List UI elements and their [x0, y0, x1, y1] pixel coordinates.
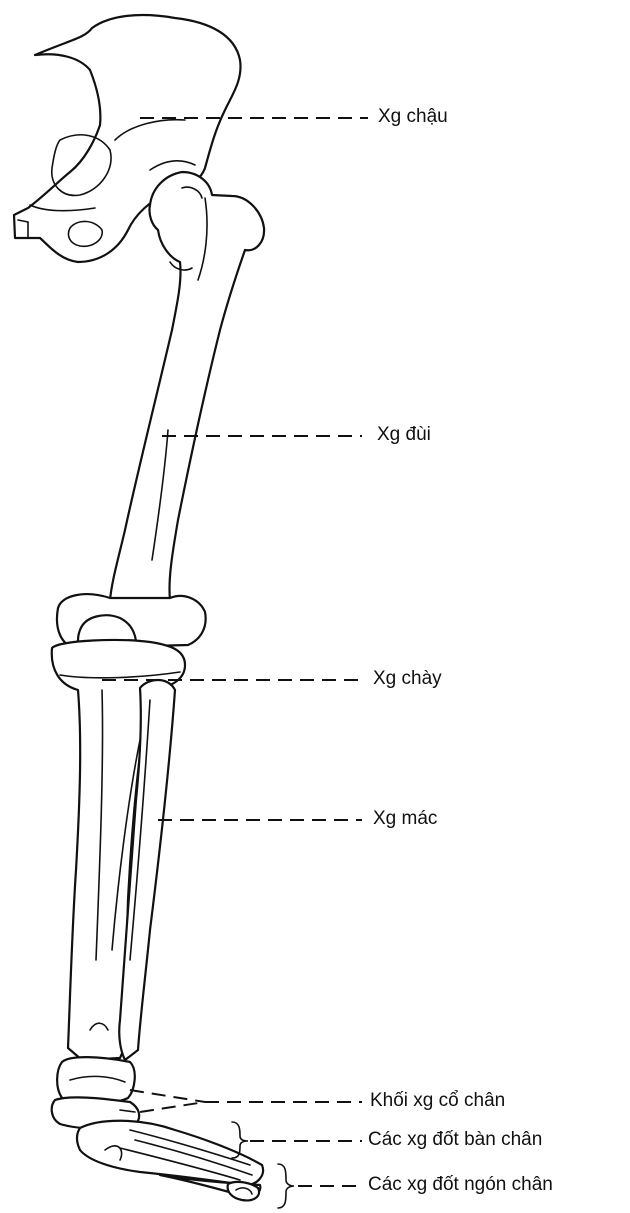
leader-tarsals-1: [130, 1090, 205, 1102]
label-metatarsals: Các xg đốt bàn chân: [368, 1129, 542, 1151]
brace-phalanges: [278, 1164, 294, 1208]
label-phalanges: Các xg đốt ngón chân: [368, 1174, 553, 1196]
label-tibia: Xg chày: [373, 668, 442, 690]
label-fibula: Xg mác: [373, 808, 437, 830]
label-femur: Xg đùi: [377, 424, 431, 446]
leader-tarsals-2: [140, 1102, 205, 1112]
label-tarsals: Khối xg cổ chân: [370, 1090, 505, 1112]
tarsal-bones: [52, 1057, 139, 1129]
label-pelvis: Xg chậu: [378, 106, 448, 128]
